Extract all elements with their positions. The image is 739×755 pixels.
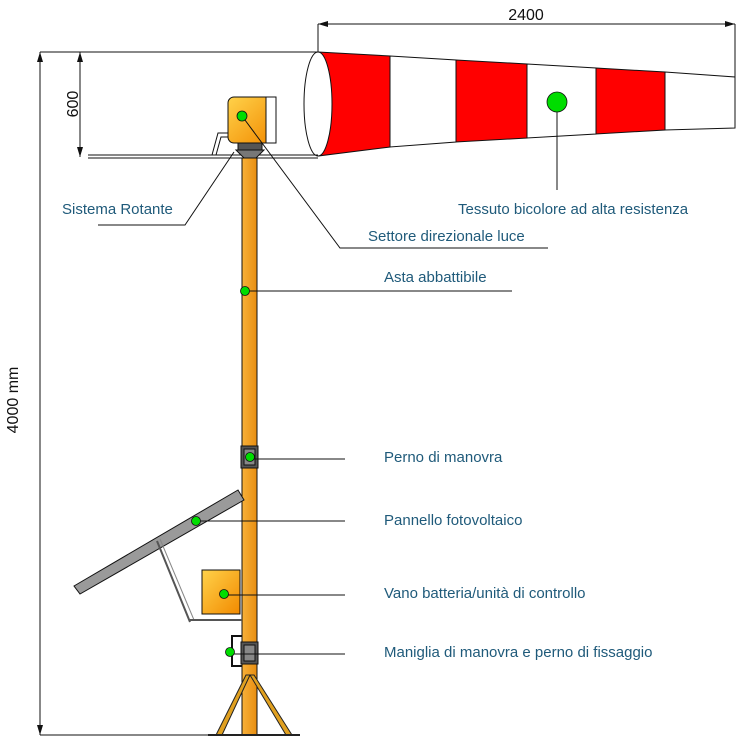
marker-handle-pin [225, 647, 235, 657]
label-rotating-system: Sistema Rotante [62, 201, 173, 218]
label-mast: Asta abbattibile [384, 269, 487, 286]
label-solar-panel: Pannello fotovoltaico [384, 512, 522, 529]
support-arm [88, 154, 318, 159]
windsock-stripe [389, 55, 457, 148]
marker-battery-box [219, 589, 229, 599]
windsock-mouth [303, 51, 333, 157]
marker-fabric [546, 91, 568, 113]
rotating-system [211, 96, 277, 159]
tripod-base [208, 674, 300, 736]
dimension-height-label: 600 [65, 91, 82, 118]
windsock-stripe [455, 59, 528, 143]
dimension-length-label: 2400 [508, 7, 544, 24]
leader-light-sector [241, 115, 548, 249]
windsock-stripe [664, 71, 736, 131]
label-light-sector: Settore direzionale luce [368, 228, 525, 245]
marker-pivot-pin [245, 452, 255, 462]
dimension-arrows [37, 21, 735, 735]
markers [191, 91, 568, 657]
dimension-total-height-label: 4000 mm [5, 367, 22, 434]
leader-rotating-system [98, 151, 235, 226]
label-fabric: Tessuto bicolore ad alta resistenza [458, 201, 689, 218]
dimension-lines [39, 23, 736, 736]
marker-mast [240, 286, 250, 296]
marker-solar-panel [191, 516, 201, 526]
solar-panel [73, 489, 245, 623]
windsock-stripe [595, 67, 666, 135]
leader-lines [98, 102, 558, 655]
marker-light-sector [236, 110, 248, 122]
label-battery-box: Vano batteria/unità di controllo [384, 585, 586, 602]
label-pivot-pin: Perno di manovra [384, 449, 503, 466]
label-handle-pin: Maniglia di manovra e perno di fissaggio [384, 644, 652, 661]
windsock [303, 51, 736, 157]
